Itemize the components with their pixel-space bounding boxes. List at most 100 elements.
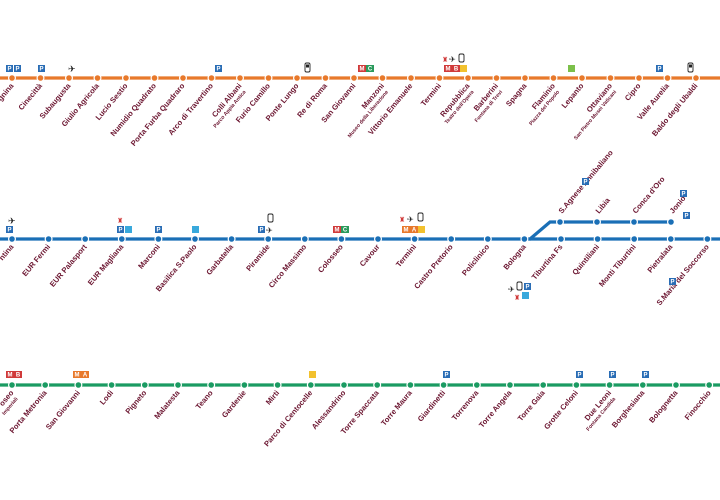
svg-text:M: M — [75, 373, 80, 379]
station-bolognetta[interactable] — [671, 381, 680, 390]
parking-icon: P — [38, 65, 45, 73]
station-label: Bolognetta — [647, 388, 680, 425]
station-label: Lodi — [98, 389, 115, 407]
station-marconi[interactable] — [154, 235, 163, 244]
station-spagna[interactable] — [520, 73, 529, 82]
station-porta-metronia[interactable] — [41, 381, 50, 390]
parking-icon: P — [6, 65, 13, 73]
svg-text:P: P — [610, 373, 614, 379]
station-eur-magliana[interactable] — [117, 235, 126, 244]
station-finocchio[interactable] — [705, 381, 714, 390]
station-monti-tiburtini[interactable] — [630, 235, 639, 244]
station-baldo-degli-ubaldi[interactable] — [691, 73, 700, 82]
station-castro-pretorio[interactable] — [447, 235, 456, 244]
station-borghesiana[interactable] — [638, 381, 647, 390]
parking-icon: P — [117, 226, 124, 234]
parking-icon: P — [576, 371, 583, 379]
station-barberini[interactable] — [492, 73, 501, 82]
station-garbatella[interactable] — [227, 235, 236, 244]
station-label: Spagna — [504, 81, 529, 108]
station-pigneto[interactable] — [140, 381, 149, 390]
station-quintiliani[interactable] — [593, 235, 602, 244]
station-basilica-s-paolo[interactable] — [191, 235, 200, 244]
station-flaminio[interactable] — [549, 73, 558, 82]
station-parco-di-centocelle[interactable] — [306, 381, 315, 390]
station-jonio[interactable] — [666, 218, 675, 227]
bus-icon — [522, 292, 529, 299]
station-s-maria-del-soccorso[interactable] — [703, 235, 712, 244]
station-label: Finocchio — [683, 388, 713, 422]
station-re-di-roma[interactable] — [321, 73, 330, 82]
station-lodi[interactable] — [107, 381, 116, 390]
station-malatesta[interactable] — [174, 381, 183, 390]
station-label: Colosseo — [316, 242, 345, 274]
station-manzoni[interactable] — [378, 73, 387, 82]
station-label: Porta Furba Quadraro — [129, 81, 187, 148]
station-mirti[interactable] — [273, 381, 282, 390]
station-colosseo[interactable] — [337, 235, 346, 244]
station-conca-d-oro[interactable] — [629, 218, 638, 227]
station-ntina[interactable] — [8, 235, 17, 244]
station-ottaviano[interactable] — [606, 73, 615, 82]
station-due-leoni[interactable] — [605, 381, 614, 390]
station-libia[interactable] — [592, 218, 601, 227]
station-ponte-lungo[interactable] — [293, 73, 302, 82]
station-cipro[interactable] — [634, 73, 643, 82]
station-repubblica[interactable] — [464, 73, 473, 82]
station-valle-aurelia[interactable] — [663, 73, 672, 82]
metro-a-icon: M — [402, 226, 410, 234]
station-furio-camillo[interactable] — [264, 73, 273, 82]
station-termini[interactable] — [410, 235, 419, 244]
station-arco-di-travertino[interactable] — [207, 73, 216, 82]
station-porta-furba-quadraro[interactable] — [179, 73, 188, 82]
station-lepanto[interactable] — [577, 73, 586, 82]
station-cinecitt[interactable] — [36, 73, 45, 82]
station-circo-massimo[interactable] — [300, 235, 309, 244]
station-teano[interactable] — [207, 381, 216, 390]
station-san-giovanni[interactable] — [350, 73, 359, 82]
station-label: Conca d'Oro — [631, 175, 667, 216]
metro-b-icon: M — [358, 65, 366, 73]
station-san-giovanni[interactable] — [74, 381, 83, 390]
station-cavour[interactable] — [374, 235, 383, 244]
station-label: Cavour — [358, 242, 382, 268]
airplane-icon: ✈ — [449, 55, 456, 64]
parking-icon: P — [6, 226, 13, 234]
station-policlinico[interactable] — [483, 235, 492, 244]
svg-text:P: P — [577, 373, 581, 379]
svg-text:M: M — [446, 67, 451, 73]
station-lucio-sestio[interactable] — [121, 73, 130, 82]
station-grotte-celoni[interactable] — [572, 381, 581, 390]
station-termini[interactable] — [435, 73, 444, 82]
station-gnina[interactable] — [8, 73, 17, 82]
station-oseo[interactable] — [8, 381, 17, 390]
station-eur-fermi[interactable] — [44, 235, 53, 244]
station-s-agnese-annibaliano[interactable] — [555, 218, 564, 227]
station-label: Grotte Celoni — [542, 389, 580, 432]
station-eur-palasport[interactable] — [81, 235, 90, 244]
station-pietralata[interactable] — [666, 235, 675, 244]
station-torre-gaia[interactable] — [539, 381, 548, 390]
station-label: ntina — [0, 242, 16, 262]
parking-icon: P — [524, 283, 531, 291]
station-torre-spaccata[interactable] — [373, 381, 382, 390]
svg-text:P: P — [118, 228, 122, 234]
station-numidio-quadrato[interactable] — [150, 73, 159, 82]
airplane-icon: ✈ — [508, 285, 515, 294]
station-piramide[interactable] — [264, 235, 273, 244]
station-label: Torrenova — [450, 388, 481, 422]
station-torre-maura[interactable] — [406, 381, 415, 390]
station-torre-angela[interactable] — [506, 381, 515, 390]
station-giardinetti[interactable] — [439, 381, 448, 390]
station-giulio-agricola[interactable] — [93, 73, 102, 82]
station-torrenova[interactable] — [472, 381, 481, 390]
station-tiburtina-fs[interactable] — [556, 235, 565, 244]
station-vittorio-emanuele[interactable] — [407, 73, 416, 82]
station-colli-albani[interactable] — [236, 73, 245, 82]
station-subaugusta[interactable] — [64, 73, 73, 82]
station-bologna[interactable] — [520, 235, 529, 244]
station-label: Libia — [594, 195, 613, 215]
svg-text:P: P — [444, 373, 448, 379]
station-gardenie[interactable] — [240, 381, 249, 390]
station-alessandrino[interactable] — [340, 381, 349, 390]
